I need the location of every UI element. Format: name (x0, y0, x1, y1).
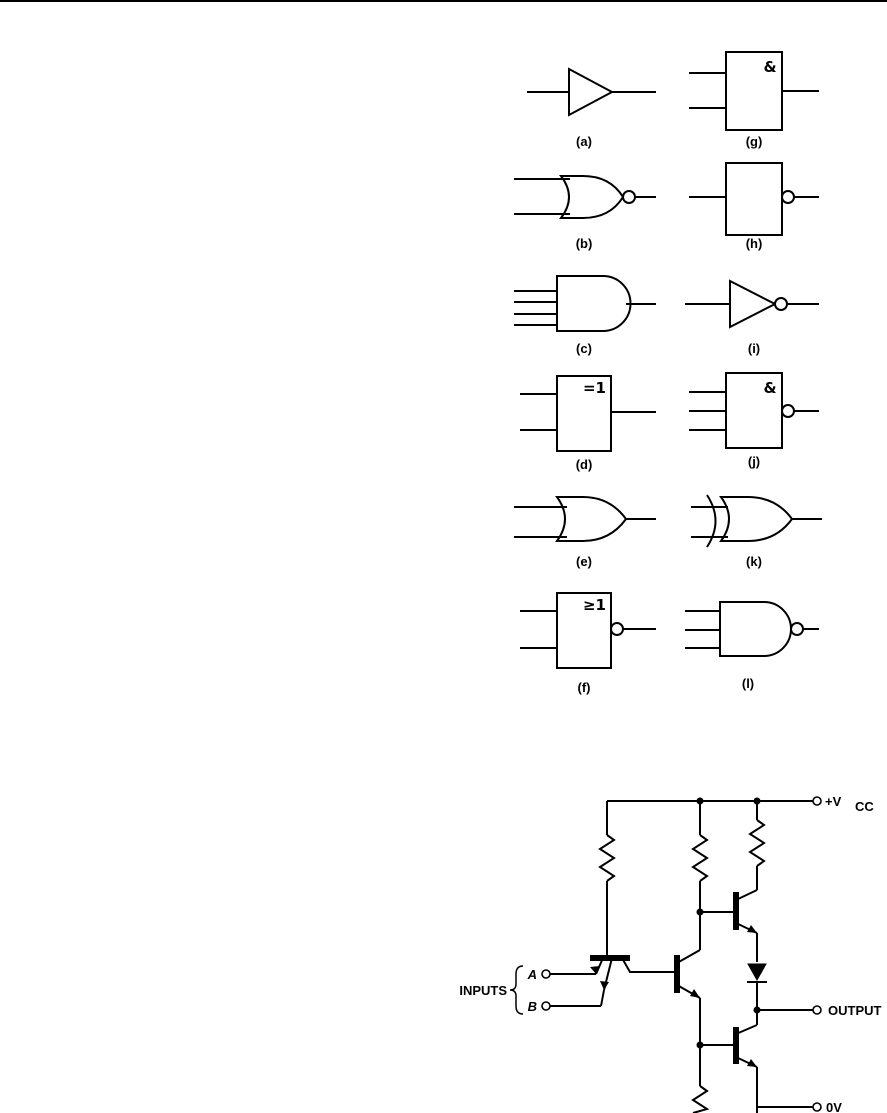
input-a-label: A (527, 967, 537, 982)
inputs-label: INPUTS (459, 983, 507, 998)
gate-l: (l) (685, 601, 819, 691)
gate-i: (i) (685, 279, 819, 356)
gate-symbol-d: =1 (583, 379, 606, 397)
gate-d: =1 (d) (520, 375, 656, 472)
resistor-r1-icon (598, 801, 616, 958)
buffer-gate-icon (527, 67, 656, 117)
supply-subscript: CC (855, 799, 874, 814)
gate-label-c: (c) (576, 341, 592, 356)
gate-g: & (g) (689, 51, 819, 149)
pull-up-transistor-icon (700, 889, 758, 962)
gate-label-h: (h) (746, 236, 763, 251)
gate-label-i: (i) (748, 341, 760, 356)
supply-label: +V​ (825, 794, 842, 809)
ground-rail: 0V (757, 1100, 842, 1113)
gate-label-g: (g) (746, 134, 763, 149)
iec-nor-gate-icon: ≥1 (520, 592, 656, 669)
gate-symbol-f: ≥1 (583, 596, 606, 614)
output-terminal-icon (812, 1005, 822, 1015)
gate-label-b: (b) (576, 236, 593, 251)
gate-label-a: (a) (576, 134, 592, 149)
input-b-terminal-icon (541, 1001, 551, 1011)
xnor-gate-icon (691, 494, 822, 548)
gate-h: (h) (689, 162, 819, 251)
multi-emitter-transistor-icon (550, 955, 674, 1007)
diode-icon (747, 963, 767, 1025)
input-a-terminal-icon (541, 969, 551, 979)
iec-nand-gate-3-input-icon: & (689, 372, 819, 449)
resistor-r4-icon (691, 1085, 710, 1113)
iec-and-gate-icon: & (689, 51, 819, 131)
input-b-label: B (528, 999, 537, 1014)
pull-down-transistor-icon (700, 1024, 758, 1113)
nand-gate-3-input-icon (685, 601, 819, 657)
supply-terminal-icon (812, 796, 822, 806)
gate-k: (k) (691, 494, 822, 569)
resistor-r2-icon (691, 801, 709, 950)
gate-c: (c) (514, 275, 656, 356)
output-label: OUTPUT (828, 1003, 882, 1018)
ground-terminal-icon (812, 1102, 822, 1112)
gate-b: (b) (514, 175, 656, 251)
nor-gate-icon (514, 175, 656, 219)
iec-not-gate-icon (689, 162, 819, 236)
gate-f: ≥1 (f) (520, 592, 656, 695)
gate-e: (e) (514, 496, 656, 569)
output-node: OUTPUT (753, 1003, 882, 1018)
inputs-brace-icon (509, 965, 524, 1015)
iec-xor-gate-icon: =1 (520, 375, 656, 452)
not-gate-icon (685, 279, 819, 329)
ground-label: 0V (826, 1100, 842, 1113)
resistor-r3-icon (748, 801, 766, 890)
gate-label-k: (k) (746, 554, 762, 569)
or-gate-icon (514, 496, 656, 542)
gate-j: & (j) (689, 372, 819, 469)
gate-symbol-g: & (763, 58, 776, 76)
gate-label-d: (d) (576, 457, 593, 472)
ttl-nand-circuit: +V​ CC (459, 794, 882, 1113)
and-gate-4-input-icon (514, 275, 656, 332)
gate-symbol-j: & (763, 379, 776, 397)
gate-label-j: (j) (748, 454, 760, 469)
gate-symbols: (a) (b) (c) (514, 51, 822, 695)
gate-label-f: (f) (578, 680, 591, 695)
supply-rail: +V​ CC (607, 794, 874, 814)
gate-a: (a) (527, 67, 656, 149)
phase-splitter-transistor-icon (674, 949, 704, 1086)
gate-label-l: (l) (742, 676, 754, 691)
gate-label-e: (e) (576, 554, 592, 569)
input-terminals: A B INPUTS (459, 965, 551, 1015)
